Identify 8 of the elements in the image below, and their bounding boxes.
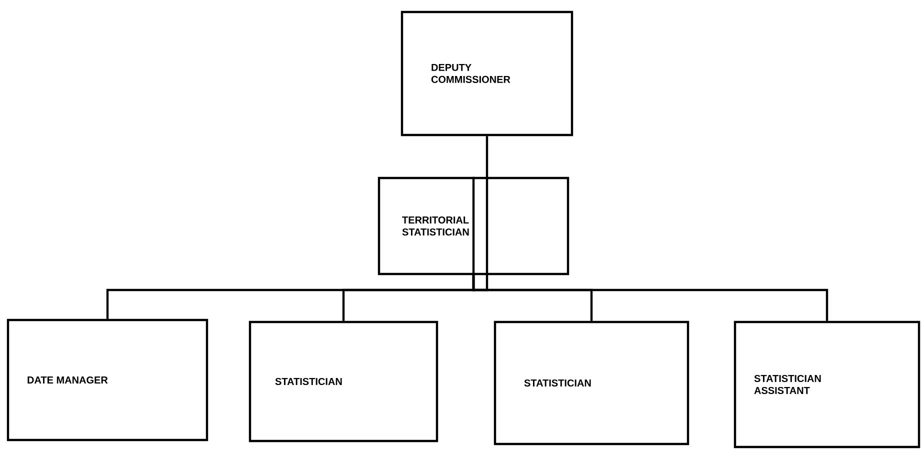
connector-line <box>472 136 488 292</box>
org-box: TERRITORIAL STATISTICIAN <box>378 176 570 276</box>
org-box: DATE MANAGER <box>6 318 208 442</box>
org-box: STATISTICIAN <box>248 320 438 442</box>
org-box: STATISTICIAN <box>494 320 690 446</box>
org-box: DEPUTY COMMISSIONER <box>400 10 574 136</box>
connector-line <box>472 275 828 321</box>
org-box: STATISTICIAN ASSISTANT <box>734 320 920 448</box>
